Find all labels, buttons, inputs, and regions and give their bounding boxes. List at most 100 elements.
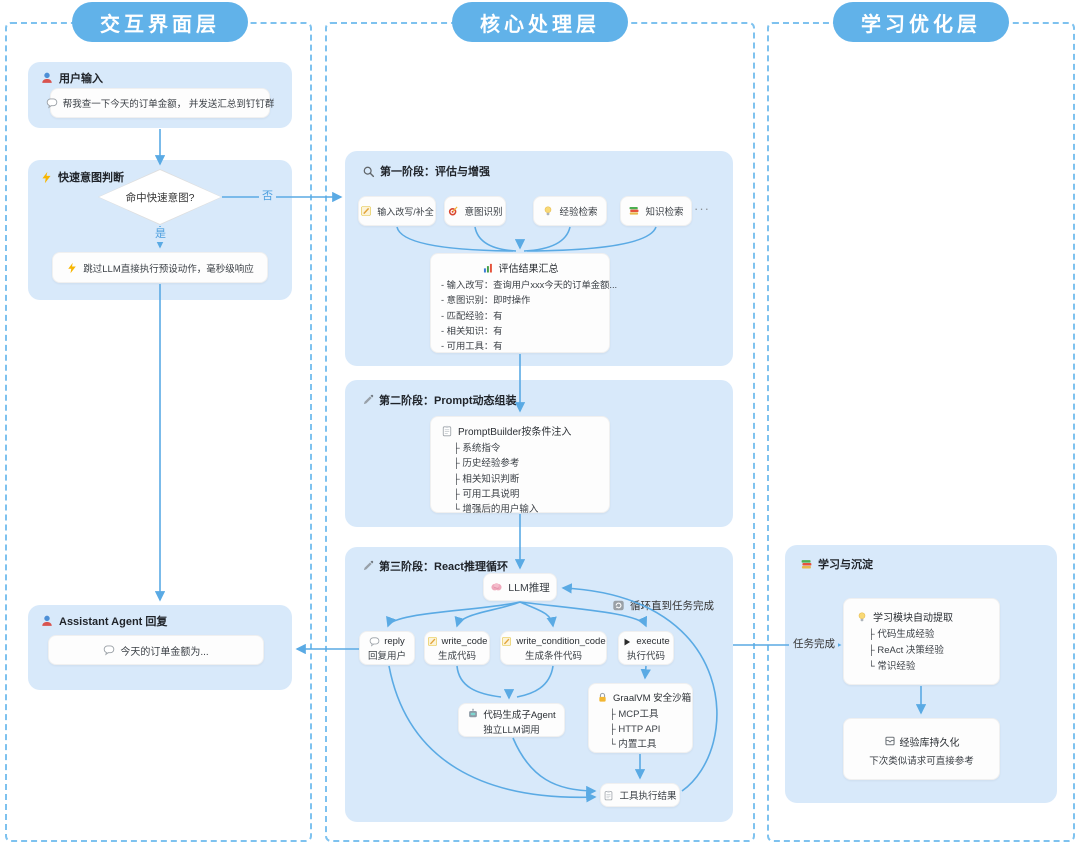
sandbox-item: └ 内置工具	[609, 739, 657, 750]
extract-item: ├ 代码生成经验	[868, 629, 935, 640]
assistant-message-text: 今天的订单金额为...	[120, 646, 209, 658]
sandbox-item: ├ HTTP API	[609, 724, 661, 735]
code-agent-line2: 独立LLM调用	[483, 724, 540, 736]
target-icon	[449, 206, 459, 216]
action-desc: 执行代码	[626, 651, 665, 662]
sandbox-title: GraalVM 安全沙箱	[597, 690, 691, 704]
fast-path-chip: 跳过LLM直接执行预设动作，毫秒级响应	[52, 252, 268, 283]
layer-title-text: 核心处理层	[480, 13, 600, 36]
edge-label-task-done: 任务完成	[790, 637, 838, 652]
action-name: reply	[384, 636, 405, 647]
edge-label-yes: 是	[152, 227, 169, 242]
panel-interaction-layer	[5, 22, 312, 842]
loop-note-text: 循环直到任务完成	[630, 600, 714, 612]
builder-item: ├ 历史经验参考	[453, 458, 520, 470]
summary-line: - 输入改写：查询用户xxx今天的订单金额...	[441, 280, 618, 290]
llm-node-text: LLM推理	[508, 581, 550, 594]
prompt-builder-title: PromptBuilder按条件注入	[441, 423, 599, 438]
learning-extract-title-text: 学习模块自动提取	[873, 613, 953, 624]
summary-line: - 意图识别：即时操作	[441, 295, 531, 306]
layer-title-text: 学习优化层	[861, 13, 981, 36]
chat-bubble-icon	[46, 98, 57, 109]
action-reply: reply 回复用户	[359, 631, 415, 665]
memo-icon	[361, 206, 372, 216]
action-desc: 生成代码	[437, 651, 476, 662]
chip-input-rewrite: 输入改写/补全	[358, 196, 436, 226]
learning-extract-card: 学习模块自动提取 ├ 代码生成经验 ├ ReAct 决策经验 └ 常识经验	[843, 598, 1000, 685]
prompt-builder-title-text: PromptBuilder按条件注入	[458, 427, 572, 438]
memo-icon	[502, 637, 512, 646]
chip-label: 知识检索	[645, 207, 684, 218]
stage3-title-text: 第三阶段：React推理循环	[379, 561, 508, 573]
memo-icon	[427, 637, 437, 646]
archive-box-icon	[884, 736, 895, 746]
stage1-title: 第一阶段：评估与增强	[362, 163, 490, 179]
action-name: write_code	[441, 636, 488, 647]
clipboard-icon	[605, 790, 613, 800]
loop-icon	[613, 600, 624, 611]
more-ellipsis: ···	[694, 201, 710, 216]
summary-line: - 相关知识：有	[441, 325, 503, 336]
play-icon	[624, 638, 631, 645]
robot-icon	[469, 708, 478, 717]
code-agent-line1: 代码生成子Agent	[483, 709, 556, 721]
evaluation-summary-title-text: 评估结果汇总	[498, 264, 559, 275]
stage2-title: 第二阶段：Prompt动态组装	[362, 392, 517, 408]
chip-label: 输入改写/补全	[377, 206, 434, 217]
builder-item: ├ 相关知识判断	[453, 473, 520, 485]
quick-intent-title: 快速意图判断	[40, 169, 124, 185]
stage3-title: 第三阶段：React推理循环	[362, 558, 508, 574]
layer-title-core: 核心处理层	[452, 2, 628, 42]
layer-title-text: 交互界面层	[100, 13, 220, 36]
bar-chart-icon	[483, 263, 492, 272]
stage1-title-text: 第一阶段：评估与增强	[380, 166, 490, 178]
learning-section-title-text: 学习与沉淀	[818, 559, 873, 571]
books-icon	[629, 206, 639, 215]
evaluation-summary-card: 评估结果汇总 - 输入改写：查询用户xxx今天的订单金额... - 意图识别：即…	[430, 253, 618, 353]
assistant-reply-title: Assistant Agent 回复	[40, 613, 167, 629]
chip-intent-recognition: 意图识别	[444, 196, 506, 226]
bulb-icon	[545, 206, 552, 216]
brain-icon	[491, 582, 502, 590]
persist-line1: 经验库持久化	[899, 737, 960, 749]
experience-persist-card: 经验库持久化 下次类似请求可直接参考	[843, 718, 1000, 780]
quick-intent-title-text: 快速意图判断	[58, 172, 124, 184]
learning-extract-title: 学习模块自动提取	[856, 609, 987, 624]
summary-line: - 可用工具：有	[441, 341, 503, 352]
user-input-title: 用户输入	[40, 70, 103, 86]
action-name: execute	[636, 636, 670, 647]
evaluation-summary-title: 评估结果汇总	[441, 260, 599, 275]
assistant-message-chip: 今天的订单金额为...	[48, 635, 264, 665]
lightning-icon	[42, 171, 51, 183]
learning-section-title: 学习与沉淀	[800, 556, 873, 572]
action-desc: 生成条件代码	[524, 651, 582, 662]
tool-result-text: 工具执行结果	[619, 791, 677, 802]
chat-bubble-icon	[104, 645, 115, 656]
stage2-title-text: 第二阶段：Prompt动态组装	[379, 395, 517, 407]
user-icon	[42, 615, 52, 626]
fast-path-text: 跳过LLM直接执行预设动作，毫秒级响应	[83, 263, 254, 275]
action-write-code: write_code 生成代码	[424, 631, 490, 665]
extract-item: └ 常识经验	[868, 661, 916, 672]
user-icon	[42, 72, 52, 83]
user-input-title-text: 用户输入	[59, 73, 103, 85]
chip-label: 经验检索	[559, 207, 598, 218]
books-icon	[801, 559, 812, 568]
chat-bubble-icon	[369, 637, 380, 647]
action-desc: 回复用户	[367, 651, 406, 662]
sandbox-card: GraalVM 安全沙箱 ├ MCP工具 ├ HTTP API └ 内置工具	[588, 683, 693, 753]
sandbox-item: ├ MCP工具	[609, 709, 659, 720]
action-execute: execute 执行代码	[618, 631, 674, 665]
pencil-icon	[363, 394, 374, 405]
pencil-icon	[363, 560, 374, 571]
persist-line2: 下次类似请求可直接参考	[869, 755, 974, 767]
llm-reasoning-node: LLM推理	[483, 573, 557, 601]
edge-label-no: 否	[259, 189, 276, 204]
extract-item: ├ ReAct 决策经验	[868, 645, 944, 656]
chip-label: 意图识别	[464, 207, 503, 218]
lock-icon	[599, 692, 606, 702]
search-icon	[363, 166, 375, 177]
summary-line: - 匹配经验：有	[441, 310, 503, 321]
builder-item: └ 增强后的用户输入	[453, 504, 539, 516]
